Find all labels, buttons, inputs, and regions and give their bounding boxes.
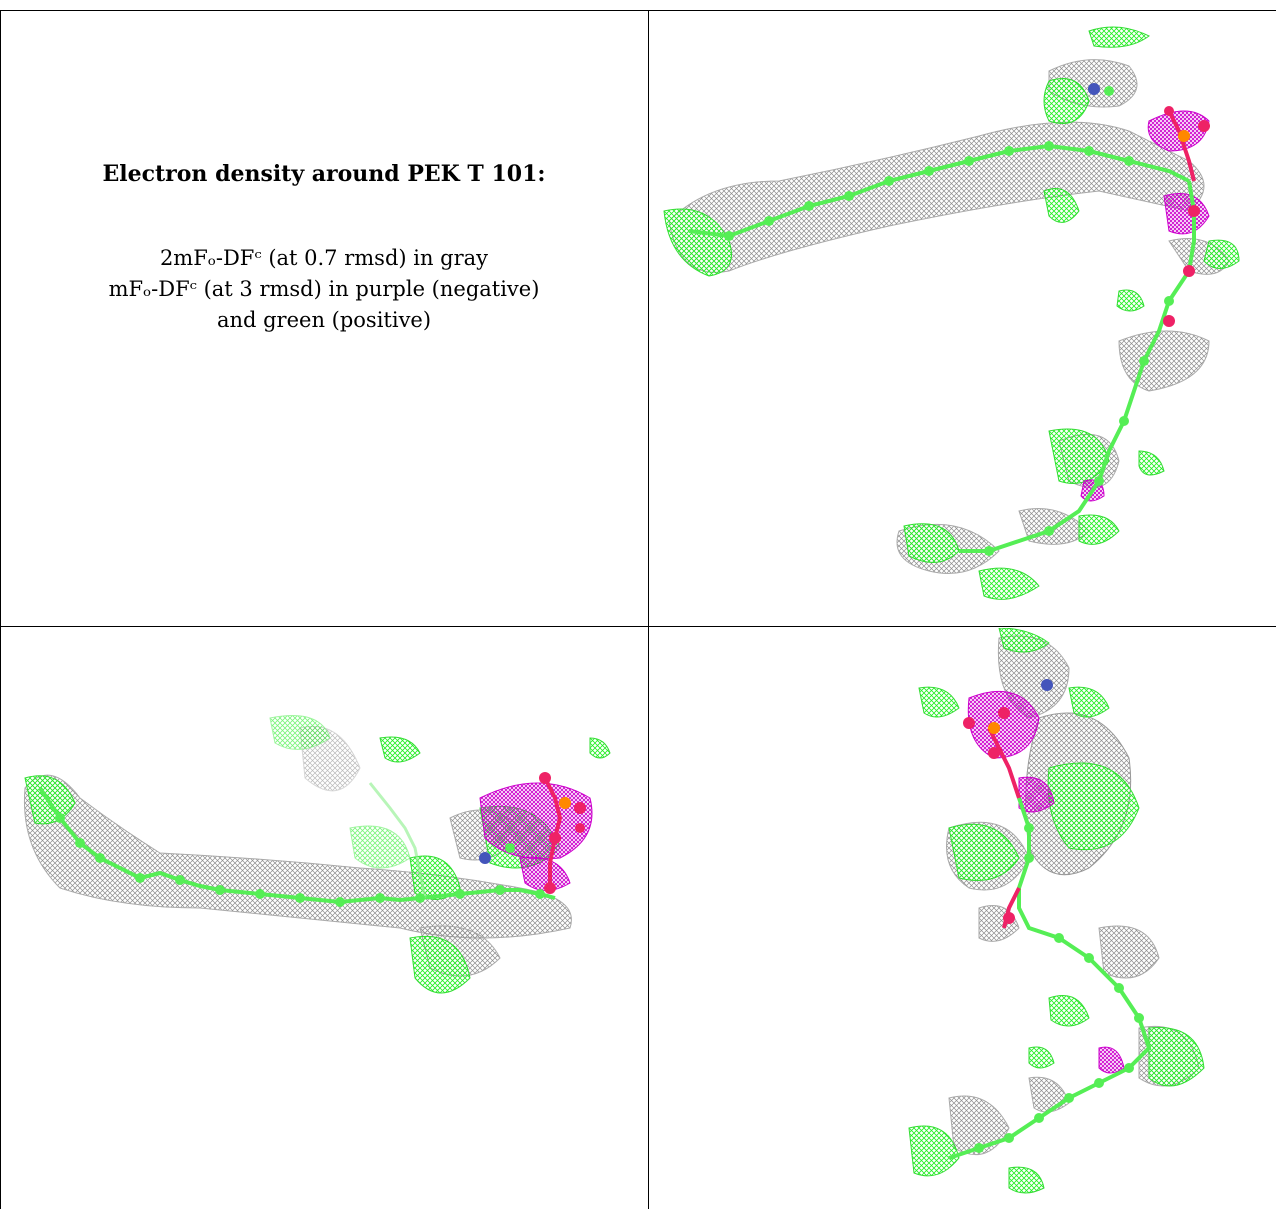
density-view-1 bbox=[649, 11, 1276, 626]
density-render-3 bbox=[908, 628, 1205, 1194]
phosphorus-atom bbox=[559, 797, 571, 809]
nitrogen-atom bbox=[1088, 83, 1100, 95]
ligand-model bbox=[38, 772, 586, 907]
phosphorus-atom bbox=[988, 722, 1000, 734]
border-top bbox=[0, 10, 1276, 11]
density-view-2 bbox=[0, 628, 648, 1209]
caption: Electron density around PEK T 101: 2mFₒ-… bbox=[0, 161, 648, 336]
caption-line-gray: 2mFₒ-DFᶜ (at 0.7 rmsd) in gray bbox=[159, 246, 489, 270]
green-positive-mesh bbox=[663, 26, 1240, 600]
caption-cell: Electron density around PEK T 101: 2mFₒ-… bbox=[0, 11, 648, 626]
purple-negative-mesh bbox=[967, 690, 1125, 1074]
caption-title: Electron density around PEK T 101: bbox=[102, 161, 546, 187]
density-render-2 bbox=[23, 715, 611, 994]
border-middle-horizontal bbox=[0, 626, 1276, 627]
caption-line-purple: mFₒ-DFᶜ (at 3 rmsd) in purple (negative) bbox=[108, 277, 540, 301]
ligand-model bbox=[948, 679, 1152, 1160]
density-render-1 bbox=[663, 26, 1240, 600]
purple-negative-mesh bbox=[479, 782, 593, 891]
nitrogen-atom bbox=[479, 852, 491, 864]
green-positive-mesh bbox=[908, 628, 1205, 1194]
ligand-model bbox=[688, 83, 1210, 556]
gray-density-mesh bbox=[668, 59, 1230, 574]
border-middle-vertical bbox=[648, 10, 649, 1209]
density-view-3 bbox=[649, 628, 1276, 1209]
border-left bbox=[0, 10, 1, 1209]
phosphorus-atom bbox=[1178, 130, 1190, 142]
nitrogen-atom bbox=[1041, 679, 1053, 691]
caption-line-green: and green (positive) bbox=[216, 308, 432, 332]
